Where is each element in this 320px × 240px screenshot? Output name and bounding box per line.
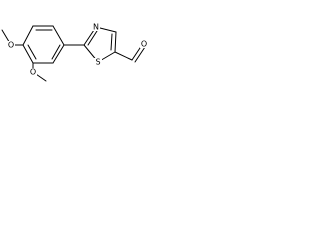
methoxy-top-o-label: O [8,41,14,50]
thiazole-n-mask [92,23,100,31]
thiazole-double-bond-c2-n3 [87,30,98,46]
aldehyde-o-label: O [141,40,147,49]
benzene-bond-c1-c2 [52,25,65,46]
benzene-double-bond-inner-2 [27,44,37,60]
aldehyde-o-mask [140,40,148,48]
aldehyde-co-bond-2 [134,46,146,63]
thiazole-double-bond-c4-c5 [110,33,113,51]
benzene-bond-c6-c1 [52,44,65,64]
thiazole-s-mask [94,58,102,66]
thiazole-n-label: N [93,23,99,32]
benzene-bond-c4-c5 [22,44,34,64]
methoxy-bottom-o-mask [29,68,37,76]
aldehyde-c-c-bond [114,51,133,61]
benzene-double-bond-inner-3 [51,44,61,60]
thiazole-bond-c4-c5 [114,31,117,53]
thiazole-s-label: S [95,58,100,67]
benzene-bond-c3-c4 [22,25,34,46]
chemical-structure-diagram: N S O O O [1,23,148,82]
methoxy-top-o-mask [7,41,15,49]
methoxy-bottom-o-label: O [30,68,36,77]
